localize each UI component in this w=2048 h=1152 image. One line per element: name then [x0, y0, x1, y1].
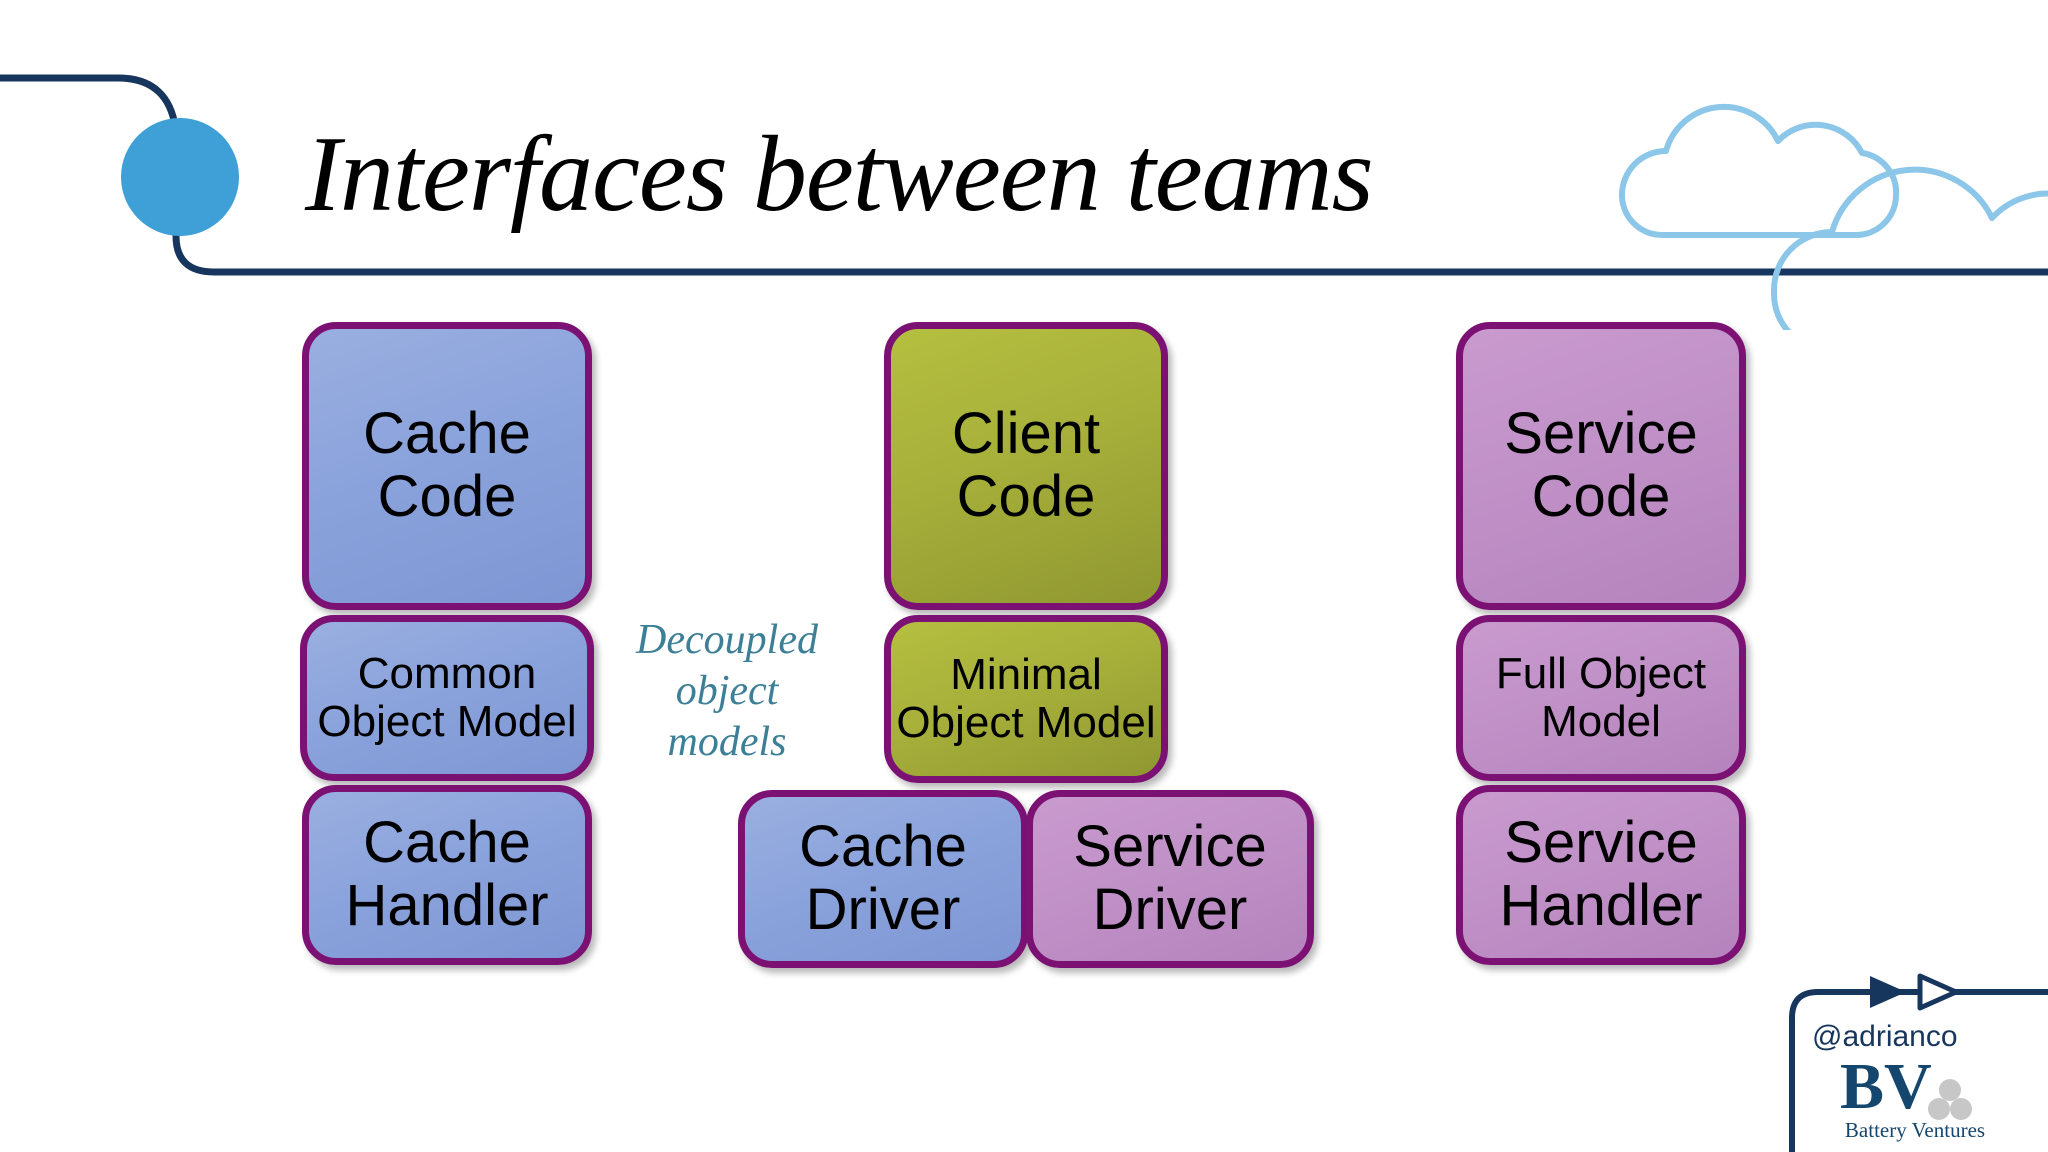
twitter-handle: @adrianco	[1812, 1020, 1958, 1053]
node-label: Common Object Model	[317, 648, 577, 746]
diagram-node-cache-driver[interactable]: Cache Driver	[738, 790, 1028, 968]
node-label: Client Code	[951, 401, 1101, 529]
diagram-node-common-object-model[interactable]: Common Object Model	[300, 615, 594, 781]
diagram-node-cache-code[interactable]: Cache Code	[302, 322, 592, 610]
arrow-right-outline-icon	[1917, 973, 1959, 1011]
node-label: Service Driver	[1073, 814, 1267, 942]
diagram-node-minimal-object-model[interactable]: Minimal Object Model	[884, 615, 1168, 783]
svg-text:BV: BV	[1840, 1052, 1932, 1120]
arrow-right-filled-icon	[1870, 976, 1906, 1008]
battery-ventures-logo-icon: BV	[1840, 1052, 1972, 1120]
brand-name: Battery Ventures	[1844, 1118, 1986, 1142]
node-label: Full Object Model	[1495, 648, 1707, 746]
diagram-node-full-object-model[interactable]: Full Object Model	[1456, 615, 1746, 781]
node-label: Cache Handler	[345, 810, 549, 938]
blue-circle-bullet-icon	[121, 118, 239, 236]
node-label: Minimal Object Model	[896, 649, 1156, 747]
node-label: Service Code	[1504, 401, 1698, 529]
diagram-node-service-driver[interactable]: Service Driver	[1026, 790, 1314, 968]
diagram-node-service-handler[interactable]: Service Handler	[1456, 785, 1746, 965]
diagram-node-service-code[interactable]: Service Code	[1456, 322, 1746, 610]
page-title: Interfaces between teams	[305, 115, 1374, 234]
diagram-node-client-code[interactable]: Client Code	[884, 322, 1168, 610]
decoupled-object-models-annotation: Decoupled object models	[636, 617, 818, 766]
node-label: Cache Code	[363, 401, 531, 529]
node-label: Service Handler	[1499, 810, 1703, 938]
cloud-decoration	[1619, 103, 2048, 330]
diagram-node-cache-handler[interactable]: Cache Handler	[302, 785, 592, 965]
node-label: Cache Driver	[799, 814, 967, 942]
